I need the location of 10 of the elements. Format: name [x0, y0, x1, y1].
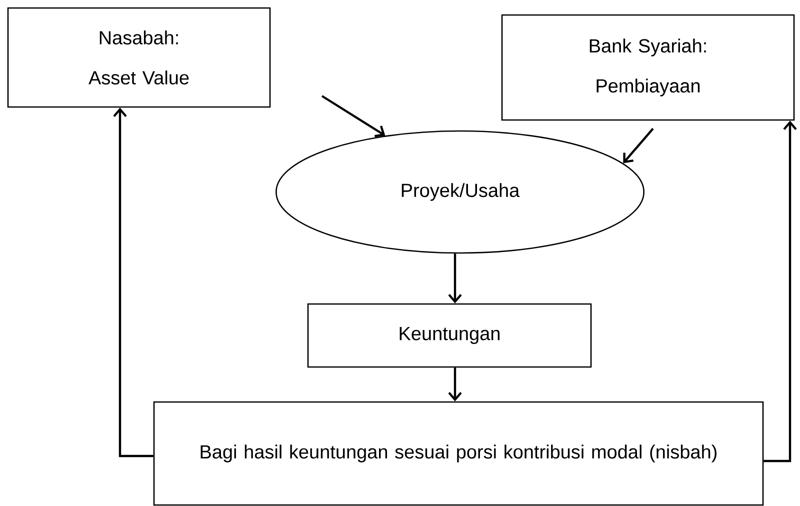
- arrow: [764, 120, 797, 462]
- process-box: Bagi hasil keuntungan sesuai porsi kontribusi modal (nisbah): [153, 401, 764, 506]
- arrow: [623, 128, 654, 164]
- arrow: [448, 368, 462, 402]
- process-box: Keuntungan: [307, 303, 592, 368]
- process-box: Nasabah: Asset Value: [7, 7, 271, 108]
- arrow: [448, 254, 462, 304]
- arrow: [113, 108, 154, 458]
- process-box: Bank Syariah: Pembiayaan: [501, 14, 795, 121]
- arrow: [321, 95, 386, 138]
